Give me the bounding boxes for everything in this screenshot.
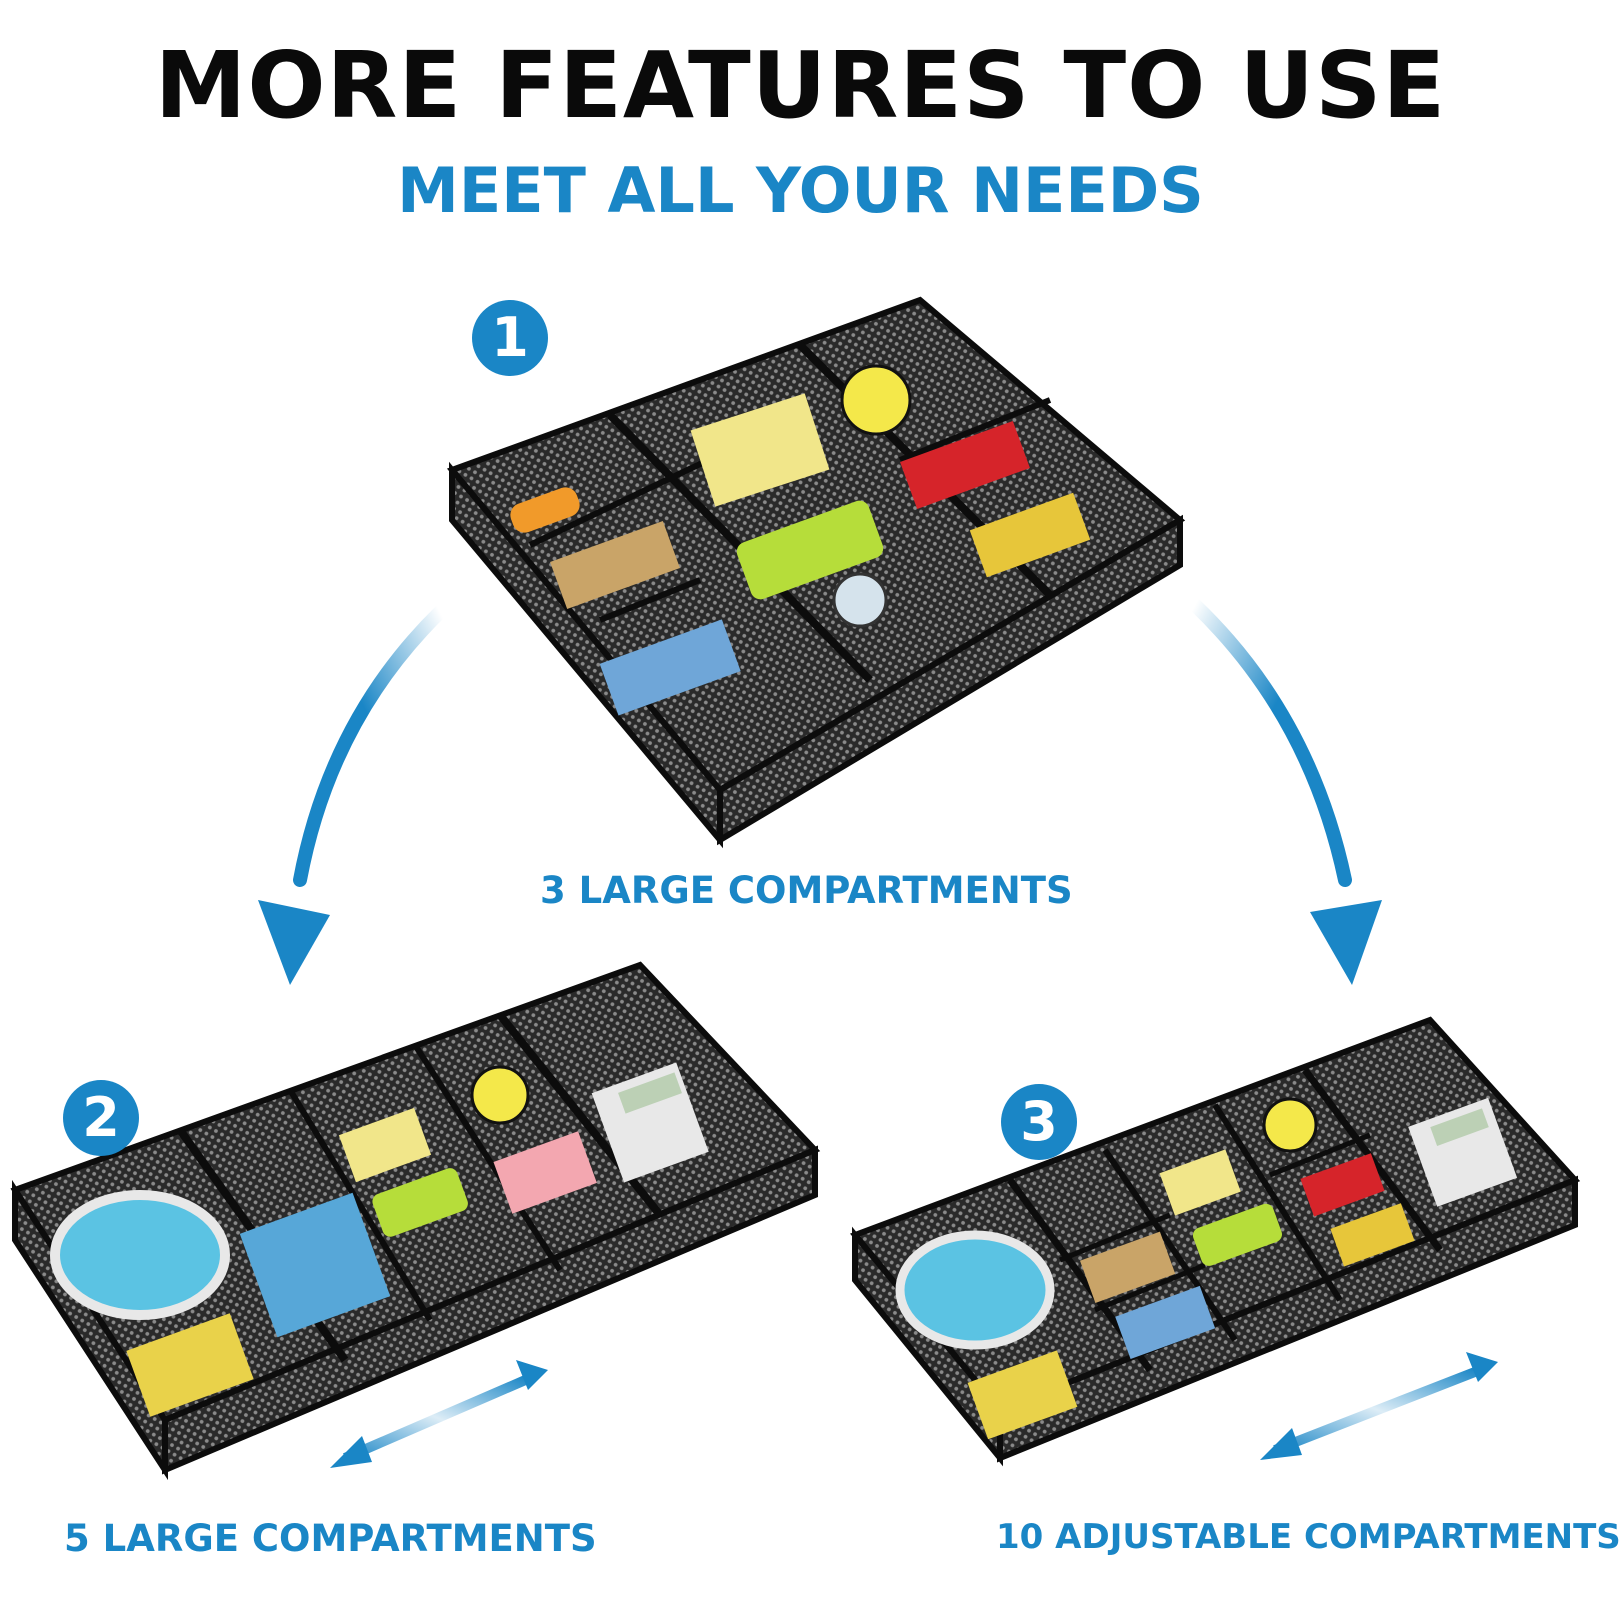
page-title: MORE FEATURES TO USE [154,32,1447,139]
page-subtitle: MEET ALL YOUR NEEDS [397,154,1204,227]
double-arrow-icon [1260,1352,1498,1460]
curved-arrow-right-icon [1188,598,1382,985]
step-badge-2: 2 [63,1080,139,1156]
tray-three-compartments [446,296,1186,849]
caption-three-compartments: 3 LARGE COMPARTMENTS [540,869,1073,912]
step-badge-1: 1 [472,300,548,376]
tray-five-compartments [10,961,821,1481]
tray-ten-compartments [849,1016,1581,1467]
caption-five-compartments: 5 LARGE COMPARTMENTS [64,1517,597,1560]
double-arrow-icon [330,1360,548,1468]
curved-arrow-left-icon [258,605,447,985]
step-badge-3: 3 [1001,1084,1077,1160]
caption-ten-compartments: 10 ADJUSTABLE COMPARTMENTS [996,1517,1621,1557]
